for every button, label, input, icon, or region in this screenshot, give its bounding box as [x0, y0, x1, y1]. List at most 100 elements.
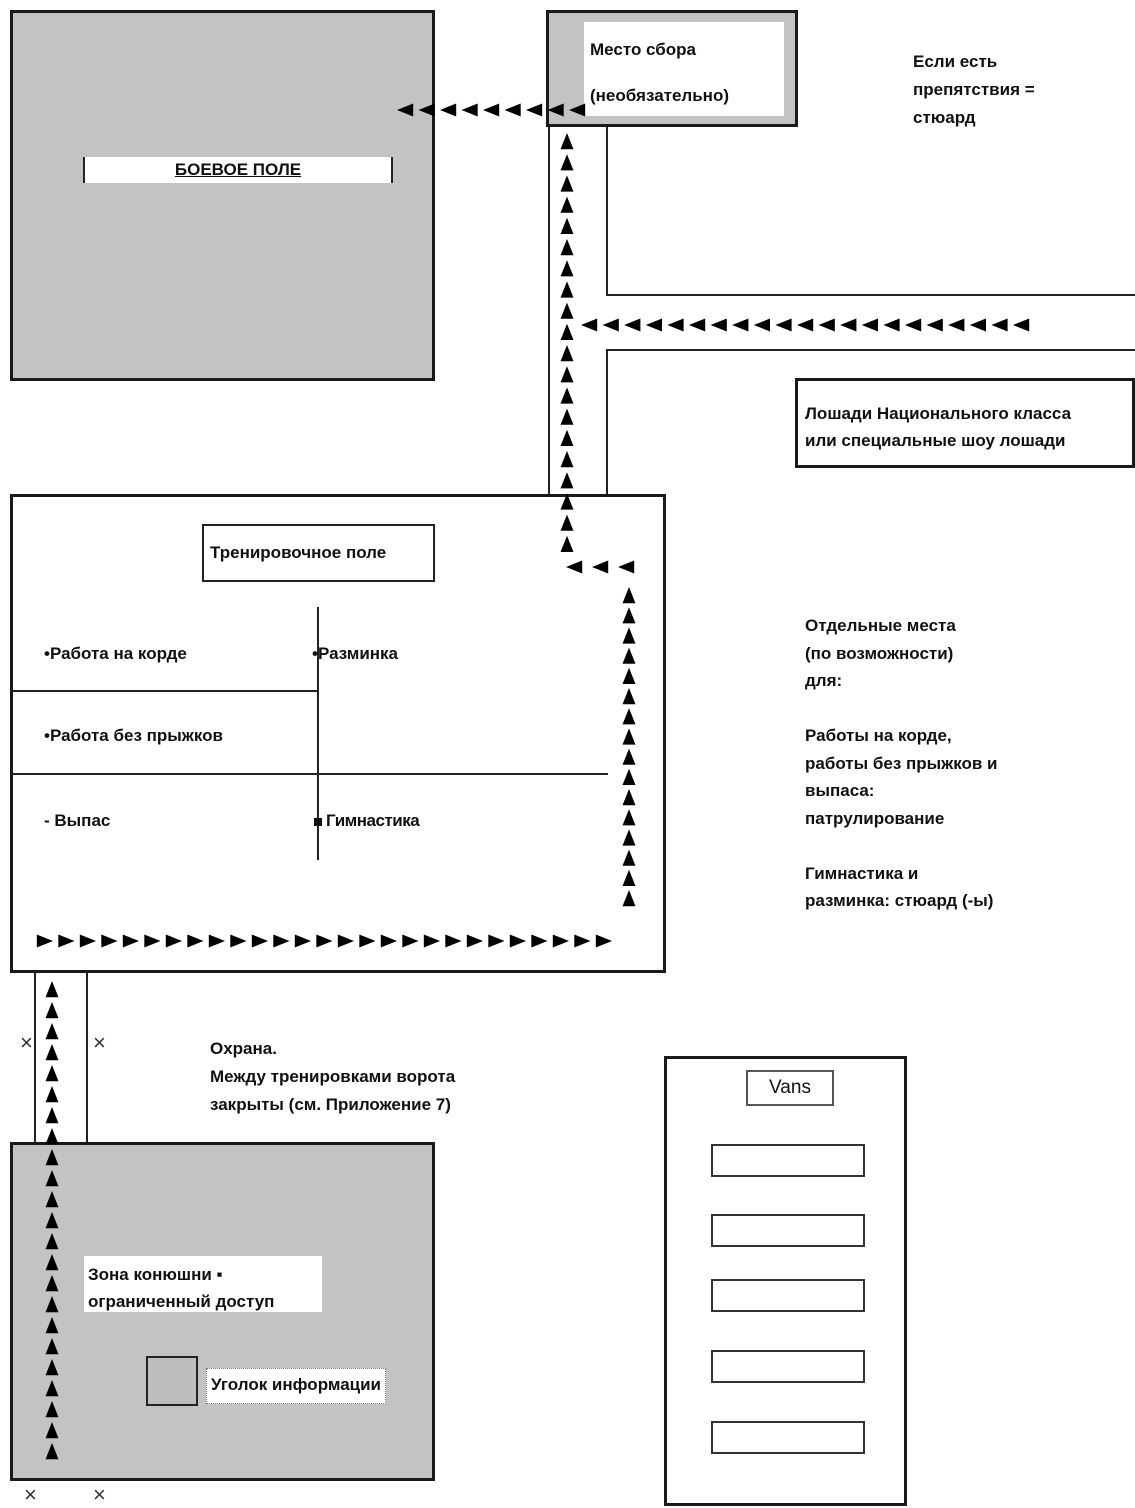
training-divider-vertical — [317, 607, 319, 860]
obstacle-note-line3: стюард — [913, 108, 976, 127]
arrow-left-icon — [948, 318, 965, 332]
arrow-up-icon — [622, 647, 636, 664]
arrow-up-icon — [45, 1023, 59, 1040]
arrow-left-icon — [797, 318, 814, 332]
arrow-up-icon — [560, 408, 574, 425]
arrow-up-icon — [45, 1107, 59, 1124]
arrow-up-icon — [622, 607, 636, 624]
van-slot — [711, 1144, 865, 1177]
arrow-left-icon — [418, 103, 435, 117]
training-gymnastics: Гимнастика — [314, 807, 420, 834]
corridor-wall-left — [548, 127, 550, 495]
assembly-line2: (необязательно) — [590, 86, 729, 105]
arrow-right-icon — [251, 934, 268, 948]
security-line3: закрыты (см. Приложение 7) — [210, 1095, 451, 1114]
arrow-left-icon — [566, 560, 583, 574]
arrow-up-icon — [560, 387, 574, 404]
separate-places-note: Отдельные места (по возможности) для: Ра… — [805, 612, 998, 915]
arrow-up-icon — [622, 768, 636, 785]
arrow-up-icon — [45, 1128, 59, 1145]
training-warmup: •Разминка — [312, 640, 398, 667]
arrow-left-icon — [397, 103, 414, 117]
arrow-up-icon — [560, 217, 574, 234]
arrow-left-icon — [753, 318, 770, 332]
arrow-up-icon — [560, 429, 574, 446]
arrow-left-icon — [775, 318, 792, 332]
arrow-right-icon — [337, 934, 354, 948]
training-flatwork: •Работа без прыжков — [44, 722, 223, 749]
arrow-up-icon — [45, 1275, 59, 1292]
arrow-left-icon — [710, 318, 727, 332]
arrow-left-icon — [526, 103, 543, 117]
arrow-right-icon — [144, 934, 161, 948]
x-marker-icon: × — [20, 1030, 33, 1055]
arrow-up-icon — [45, 1002, 59, 1019]
arrow-left-icon — [645, 318, 662, 332]
arrow-right-icon — [488, 934, 505, 948]
arrow-left-icon — [926, 318, 943, 332]
arrow-up-icon — [45, 1233, 59, 1250]
arrow-up-icon — [45, 1086, 59, 1103]
national-class-box — [795, 378, 1135, 468]
bullet-icon: • — [312, 644, 318, 663]
assembly-label-box — [584, 22, 784, 116]
arrow-right-icon — [531, 934, 548, 948]
training-longe: •Работа на корде — [44, 640, 187, 667]
arrow-up-icon — [560, 154, 574, 171]
arrow-right-icon — [36, 934, 53, 948]
training-field — [10, 494, 666, 973]
info-corner-square — [146, 1356, 198, 1406]
arrow-right-icon — [208, 934, 225, 948]
arrow-up-icon — [622, 748, 636, 765]
arrow-left-icon — [732, 318, 749, 332]
arrow-left-icon — [861, 318, 878, 332]
arrow-right-icon — [79, 934, 96, 948]
arrow-up-icon — [45, 1443, 59, 1460]
arrow-right-icon — [380, 934, 397, 948]
arrow-up-icon — [45, 1359, 59, 1376]
training-grazing: - Выпас — [44, 811, 111, 830]
arrow-up-icon — [560, 366, 574, 383]
arrow-right-icon — [122, 934, 139, 948]
arrow-up-icon — [560, 239, 574, 256]
arrow-up-icon — [560, 451, 574, 468]
arrow-left-icon — [569, 103, 586, 117]
assembly-line1: Место сбора — [590, 40, 697, 59]
x-marker-icon: × — [93, 1482, 106, 1507]
separate-places-line: патрулирование — [805, 808, 945, 828]
training-divider-2 — [12, 773, 608, 775]
separate-places-line: Отдельные места — [805, 616, 956, 635]
arrow-up-icon — [622, 587, 636, 604]
van-slot — [711, 1214, 865, 1247]
obstacle-note-line2: препятствия = — [913, 80, 1035, 99]
arrow-right-icon — [466, 934, 483, 948]
separate-places-line: для: — [805, 671, 843, 690]
side-corridor-top — [606, 294, 1135, 296]
arrow-right-icon — [509, 934, 526, 948]
training-warmup-label: Разминка — [317, 644, 399, 663]
vans-label: Vans — [746, 1070, 834, 1106]
arrow-up-icon — [560, 323, 574, 340]
arrow-up-icon — [45, 1317, 59, 1334]
training-title: Тренировочное поле — [202, 524, 435, 582]
arrow-up-icon — [560, 535, 574, 552]
arrow-right-icon — [316, 934, 333, 948]
national-class-line1: Лошади Национального класса — [805, 404, 1072, 423]
arrow-right-icon — [294, 934, 311, 948]
bullet-icon: • — [44, 726, 50, 745]
training-flatwork-label: Работа без прыжков — [49, 726, 223, 745]
arrow-left-icon — [547, 103, 564, 117]
van-slot — [711, 1421, 865, 1454]
corridor-wall-right-lower — [606, 349, 608, 495]
arrow-up-icon — [45, 1338, 59, 1355]
national-class-line2: или специальные шоу лошади — [805, 431, 1066, 450]
arrow-right-icon — [230, 934, 247, 948]
arrow-left-icon — [624, 318, 641, 332]
stable-label-box — [84, 1256, 322, 1312]
arrow-up-icon — [560, 493, 574, 510]
arrow-up-icon — [560, 260, 574, 277]
side-corridor-bottom — [606, 349, 1135, 351]
arrow-up-icon — [45, 981, 59, 998]
arrow-left-icon — [840, 318, 857, 332]
